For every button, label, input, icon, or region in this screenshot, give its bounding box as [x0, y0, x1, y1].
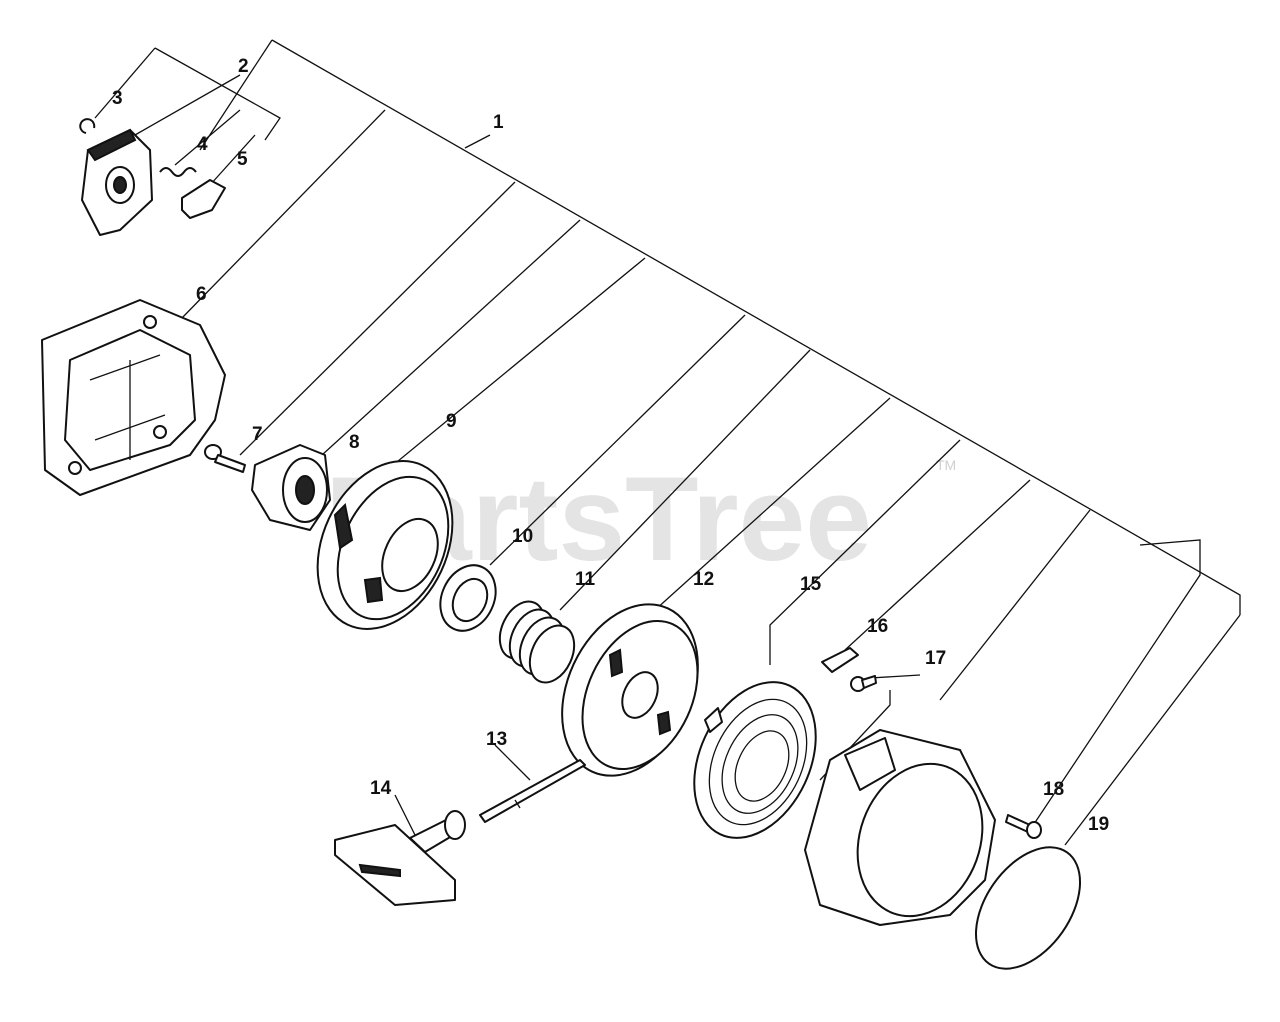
label-3: 3 [112, 88, 123, 109]
label-11: 11 [575, 569, 596, 590]
leader-19 [1064, 614, 1241, 846]
leader-14 [394, 794, 416, 836]
part-2-plate [81, 128, 153, 236]
leader-18 [1029, 539, 1201, 831]
leader-6 [179, 109, 386, 321]
leader-15 [769, 439, 961, 665]
label-14: 14 [370, 778, 392, 799]
label-16: 16 [867, 616, 888, 637]
leader-12 [654, 397, 891, 611]
label-8: 8 [349, 432, 360, 453]
part-7-bolt [204, 444, 246, 473]
leader-4 [174, 109, 241, 166]
label-18: 18 [1043, 779, 1064, 800]
leader-11 [559, 349, 811, 611]
label-10: 10 [512, 526, 533, 547]
leader-2-bracket [154, 47, 281, 141]
leader-8 [299, 219, 581, 476]
leader-1-top [199, 39, 273, 151]
part-4-spring [159, 167, 197, 177]
leader-1-label [464, 134, 491, 149]
part-3-clip [79, 118, 96, 134]
label-1: 1 [493, 112, 504, 133]
part-6-housing [41, 299, 226, 496]
part-12-reel [561, 603, 699, 777]
watermark-tm: TM [936, 457, 956, 473]
label-12: 12 [693, 569, 714, 590]
label-19: 19 [1088, 814, 1109, 835]
label-4: 4 [197, 134, 208, 155]
leader-lines [94, 39, 1241, 846]
leader-17c [939, 509, 1091, 701]
leader-main-1 [271, 39, 1241, 615]
part-labels: 1 2 3 4 5 6 7 8 9 10 11 12 13 14 15 16 1… [112, 56, 1109, 835]
leader-5 [209, 134, 256, 186]
label-2: 2 [238, 56, 249, 77]
label-5: 5 [237, 149, 248, 170]
part-5-pawl [181, 179, 226, 219]
part-8-hub [251, 444, 331, 531]
part-15-spring [693, 681, 817, 839]
part-18-screw [1005, 814, 1042, 839]
label-13: 13 [486, 729, 507, 750]
label-15: 15 [800, 574, 822, 595]
part-14-handle [334, 810, 466, 906]
label-9: 9 [446, 411, 457, 432]
label-6: 6 [196, 284, 207, 305]
part-16-pawl [821, 647, 859, 673]
part-19-case [804, 729, 1082, 970]
part-11-coil [498, 600, 576, 684]
part-9-pulley [316, 460, 454, 630]
leader-16 [844, 479, 1031, 651]
label-7: 7 [252, 424, 263, 445]
leader-3 [94, 47, 156, 119]
part-10-collar [439, 564, 497, 632]
leader-17 [869, 674, 921, 679]
part-13-rope [479, 759, 586, 823]
leader-10 [489, 314, 746, 566]
leader-13 [494, 744, 531, 781]
leader-7 [239, 181, 516, 456]
part-17-screw [850, 675, 877, 692]
leader-9 [374, 257, 646, 481]
label-17: 17 [925, 648, 946, 669]
leader-2 [134, 74, 241, 136]
